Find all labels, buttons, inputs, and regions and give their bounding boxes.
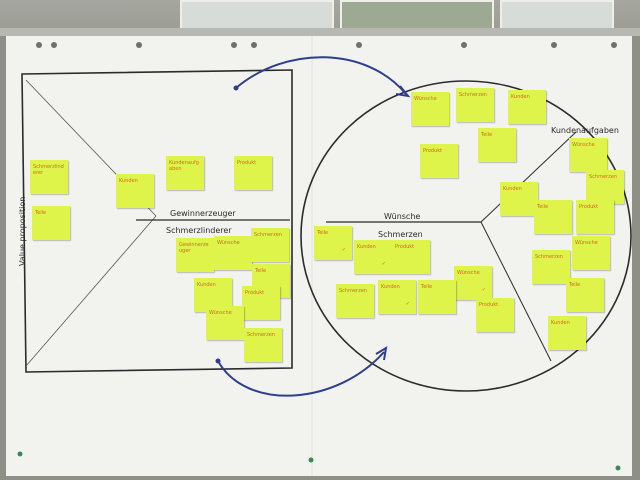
sticky-note[interactable]: Teile [32, 206, 70, 240]
note-text: Kunden [354, 240, 392, 254]
flipchart-board: Value proposition Gewinnerzeuger Schmerz… [6, 36, 632, 476]
note-text: Schmerzen [244, 328, 282, 342]
sticky-note[interactable]: Schmerzen [336, 284, 374, 318]
note-text: Teile [534, 200, 572, 214]
flipchart-rail [0, 28, 640, 36]
sticky-note[interactable]: Wünsche ✓ [454, 266, 492, 300]
note-text: Teile [252, 264, 290, 278]
sticky-note[interactable]: Produkt [392, 240, 430, 274]
sticky-note[interactable]: Kunden [116, 174, 154, 208]
sticky-note[interactable]: Kunden ✓ [378, 280, 416, 314]
sticky-note[interactable]: Wünsche [206, 306, 244, 340]
note-text: Teile [478, 128, 516, 142]
window [500, 0, 614, 30]
arrow-dot [234, 86, 239, 91]
sticky-note[interactable]: Wünsche [572, 236, 610, 270]
note-text: Schmerzen [251, 228, 289, 242]
note-text: Wünsche [572, 236, 610, 250]
sticky-note[interactable]: Schmerzen [586, 170, 624, 204]
note-text: Teile [418, 280, 456, 294]
sticky-note[interactable]: Kunden ✓ [354, 240, 392, 274]
check-icon: ✓ [479, 283, 489, 297]
note-text: Schmerzen [456, 88, 494, 102]
sticky-note[interactable]: Kunden [508, 90, 546, 124]
note-text: Gewinnerzeuger [176, 238, 214, 258]
note-text: Kunden [500, 182, 538, 196]
sticky-note[interactable]: Teile [418, 280, 456, 314]
sticky-note[interactable]: Produkt [234, 156, 272, 190]
sticky-note[interactable]: Schmerzen [244, 328, 282, 362]
check-icon: ✓ [379, 257, 389, 271]
sticky-note[interactable]: Teile [534, 200, 572, 234]
note-text: Wünsche [411, 92, 449, 106]
note-text: Schmerzen [586, 170, 624, 184]
arrow-dot [216, 359, 221, 364]
sticky-note[interactable]: Gewinnerzeuger [176, 238, 214, 272]
note-text: Wünsche [206, 306, 244, 320]
check-icon: ✓ [403, 297, 413, 311]
window [180, 0, 334, 30]
note-text: Schmerzlinderer [30, 160, 68, 180]
note-text: Produkt [392, 240, 430, 254]
note-text: Kunden [508, 90, 546, 104]
sticky-note[interactable]: Kunden [548, 316, 586, 350]
sticky-note[interactable]: Schmerzlinderer [30, 160, 68, 194]
sticky-note[interactable]: Produkt [476, 298, 514, 332]
label-gain-creators: Gewinnerzeuger [170, 209, 236, 218]
note-text: Produkt [476, 298, 514, 312]
label-wishes: Wünsche [384, 212, 420, 221]
note-text: Teile [566, 278, 604, 292]
sticky-note[interactable]: Produkt [242, 286, 280, 320]
sticky-note[interactable]: Produkt [420, 144, 458, 178]
label-pain-relievers-left: Schmerzlinderer [166, 226, 232, 235]
note-text: Teile [314, 226, 352, 240]
sticky-note[interactable]: Wünsche [411, 92, 449, 126]
note-text: Produkt [576, 200, 614, 214]
note-text: Kundenaufgaben [166, 156, 204, 176]
sticky-note[interactable]: Teile [478, 128, 516, 162]
sticky-note[interactable]: Kunden [500, 182, 538, 216]
sticky-note[interactable]: Wünsche [214, 236, 252, 270]
label-customer-tasks: Kundenaufgaben [551, 126, 619, 135]
pin [616, 466, 621, 471]
note-text: Produkt [234, 156, 272, 170]
note-text: Schmerzen [336, 284, 374, 298]
note-text: Kunden [116, 174, 154, 188]
sticky-note[interactable]: Schmerzen [251, 228, 289, 262]
note-text: Teile [32, 206, 70, 220]
note-text: Wünsche [454, 266, 492, 280]
note-text: Wünsche [214, 236, 252, 250]
sticky-note[interactable]: Schmerzen [456, 88, 494, 122]
sticky-note[interactable]: Teile [566, 278, 604, 312]
pin [309, 458, 314, 463]
arrow-top [236, 57, 406, 94]
sticky-note[interactable]: Produkt [576, 200, 614, 234]
pin [18, 452, 23, 457]
note-text: Wünsche [569, 138, 607, 152]
check-icon: ✓ [339, 243, 349, 257]
arrow-bottom [218, 352, 384, 396]
label-value-proposition: Value proposition [18, 197, 27, 266]
note-text: Schmerzen [532, 250, 570, 264]
label-pains: Schmerzen [378, 230, 423, 239]
sticky-note[interactable]: Kundenaufgaben [166, 156, 204, 190]
window [340, 0, 494, 30]
note-text: Kunden [378, 280, 416, 294]
note-text: Produkt [242, 286, 280, 300]
sticky-note[interactable]: Wünsche [569, 138, 607, 172]
note-text: Kunden [194, 278, 232, 292]
sticky-note[interactable]: Schmerzen [532, 250, 570, 284]
note-text: Kunden [548, 316, 586, 330]
note-text: Produkt [420, 144, 458, 158]
sticky-note[interactable]: Teile ✓ [314, 226, 352, 260]
